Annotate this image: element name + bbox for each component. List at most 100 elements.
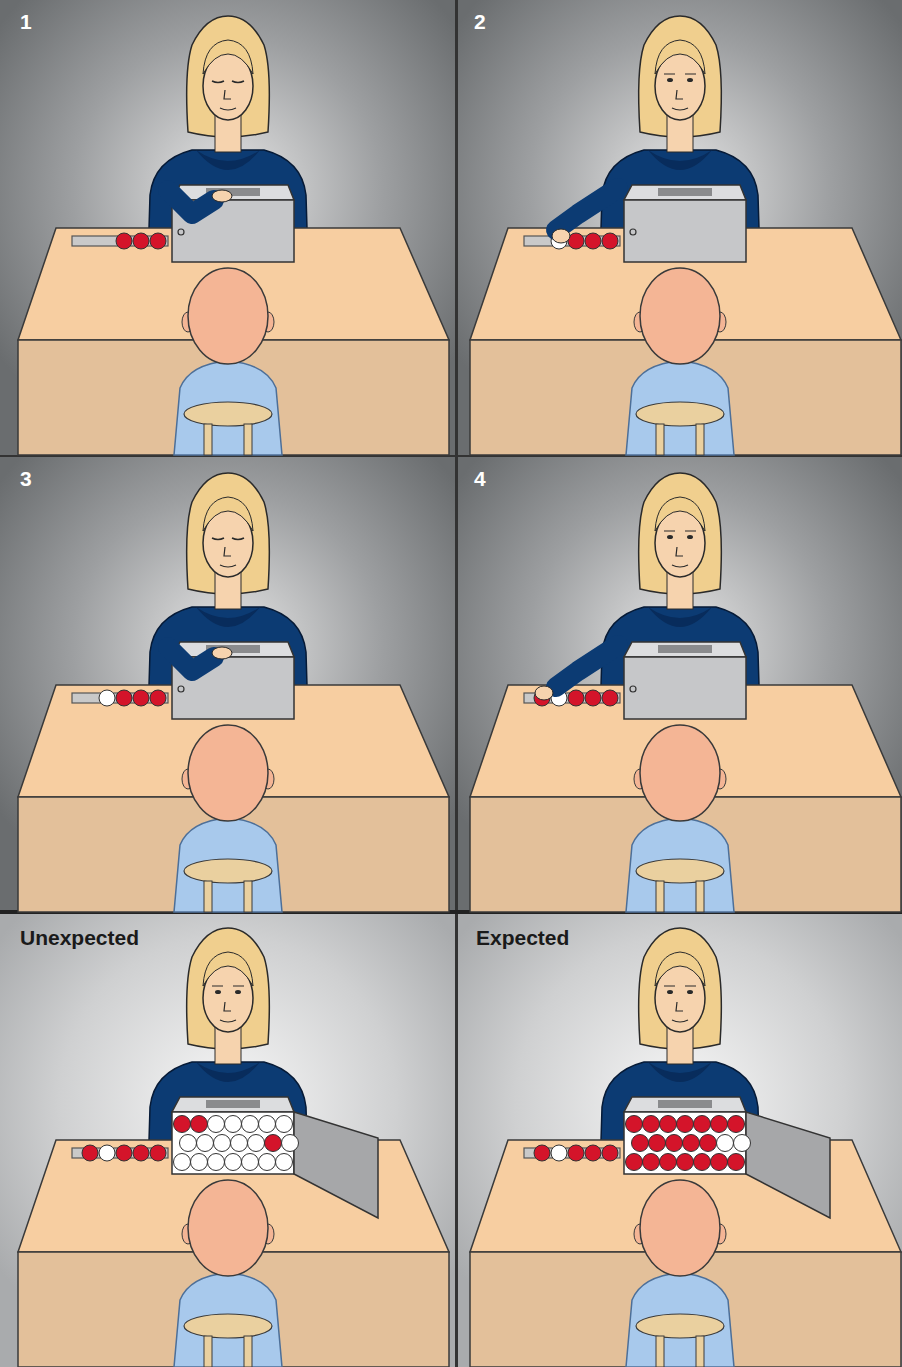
ball xyxy=(276,1154,293,1171)
ball xyxy=(208,1116,225,1133)
ball xyxy=(649,1135,666,1152)
ball xyxy=(150,690,166,706)
ball xyxy=(133,1145,149,1161)
eyes xyxy=(664,986,696,994)
ball xyxy=(225,1154,242,1171)
ball xyxy=(568,1145,584,1161)
ball xyxy=(666,1135,683,1152)
ball xyxy=(694,1154,711,1171)
panel-number: 3 xyxy=(20,467,32,491)
ball xyxy=(208,1154,225,1171)
ball xyxy=(568,690,584,706)
ball xyxy=(585,690,601,706)
experimenter xyxy=(600,473,760,719)
box xyxy=(624,185,746,262)
arm xyxy=(168,647,232,671)
scene-panel xyxy=(470,928,901,1367)
panel-number: 1 xyxy=(20,10,32,34)
ball xyxy=(259,1154,276,1171)
ball xyxy=(99,1145,115,1161)
eyes xyxy=(212,538,244,540)
scene-panel xyxy=(18,16,449,455)
ball xyxy=(677,1116,694,1133)
condition-label: Unexpected xyxy=(20,926,139,950)
ball xyxy=(225,1116,242,1133)
ball xyxy=(242,1116,259,1133)
ball xyxy=(711,1116,728,1133)
experimenter xyxy=(148,473,308,719)
arm xyxy=(168,190,232,214)
arm xyxy=(556,188,618,230)
infant xyxy=(174,1180,282,1367)
ball xyxy=(276,1116,293,1133)
ball xyxy=(585,1145,601,1161)
ball xyxy=(174,1154,191,1171)
ball xyxy=(643,1154,660,1171)
ball xyxy=(116,1145,132,1161)
ball xyxy=(717,1135,734,1152)
infant xyxy=(174,725,282,912)
ball xyxy=(191,1116,208,1133)
ball xyxy=(150,1145,166,1161)
infant xyxy=(626,268,734,455)
ball xyxy=(214,1135,231,1152)
ball xyxy=(660,1116,677,1133)
scene-panel xyxy=(470,16,901,455)
panel-number: 2 xyxy=(474,10,486,34)
eyes xyxy=(212,986,244,994)
ball xyxy=(191,1154,208,1171)
experimenter xyxy=(148,16,308,262)
ball xyxy=(734,1135,751,1152)
box xyxy=(624,642,746,719)
panel-number: 4 xyxy=(474,467,486,491)
ball xyxy=(694,1116,711,1133)
experimenter xyxy=(600,16,760,262)
ball xyxy=(99,690,115,706)
scene-panel xyxy=(18,928,449,1367)
ball xyxy=(82,1145,98,1161)
ball xyxy=(116,233,132,249)
ball xyxy=(683,1135,700,1152)
ball xyxy=(632,1135,649,1152)
ball xyxy=(534,1145,550,1161)
ball xyxy=(700,1135,717,1152)
ball xyxy=(282,1135,299,1152)
ball xyxy=(248,1135,265,1152)
ball xyxy=(133,690,149,706)
ball xyxy=(602,1145,618,1161)
hand xyxy=(552,229,570,243)
ball xyxy=(626,1154,643,1171)
ball xyxy=(231,1135,248,1152)
infant xyxy=(626,1180,734,1367)
ball xyxy=(728,1154,745,1171)
ball xyxy=(643,1116,660,1133)
ball xyxy=(180,1135,197,1152)
arm xyxy=(556,645,618,687)
ball xyxy=(116,690,132,706)
ball xyxy=(728,1116,745,1133)
ball xyxy=(259,1116,276,1133)
condition-label: Expected xyxy=(476,926,569,950)
hand xyxy=(535,686,553,700)
ball xyxy=(174,1116,191,1133)
infant xyxy=(174,268,282,455)
ball xyxy=(602,233,618,249)
ball xyxy=(197,1135,214,1152)
eyes xyxy=(212,81,244,83)
ball xyxy=(265,1135,282,1152)
eyes xyxy=(664,74,696,82)
ball xyxy=(711,1154,728,1171)
ball xyxy=(242,1154,259,1171)
ball xyxy=(677,1154,694,1171)
eyes xyxy=(664,531,696,539)
scene-panel xyxy=(470,473,901,912)
ball xyxy=(551,1145,567,1161)
ball xyxy=(150,233,166,249)
scene-panel xyxy=(18,473,449,912)
ball xyxy=(660,1154,677,1171)
ball xyxy=(626,1116,643,1133)
infant xyxy=(626,725,734,912)
ball xyxy=(585,233,601,249)
ball xyxy=(133,233,149,249)
